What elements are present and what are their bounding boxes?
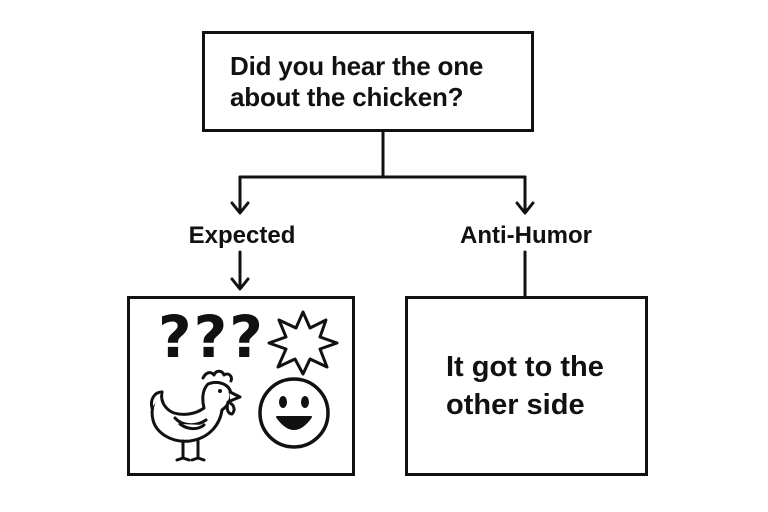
question-marks: ??? [158,303,265,371]
smiley-icon [258,377,330,449]
burst-icon [267,310,339,376]
question-line-1: Did you hear the one [230,50,484,81]
question-box: Did you hear the one about the chicken? [202,31,534,132]
expected-label: Expected [188,222,296,249]
left-arrowhead [230,201,250,215]
right-arrowhead [515,201,535,215]
anti-humor-label: Anti-Humor [460,222,592,249]
anti-humor-box: It got to the other side [405,296,648,476]
expected-arrowhead [230,277,250,291]
question-line-2: about the chicken? [230,81,464,112]
punchline-line-2: other side [446,389,585,421]
chicken-icon [150,369,242,462]
punchline-line-1: It got to the [446,351,604,383]
